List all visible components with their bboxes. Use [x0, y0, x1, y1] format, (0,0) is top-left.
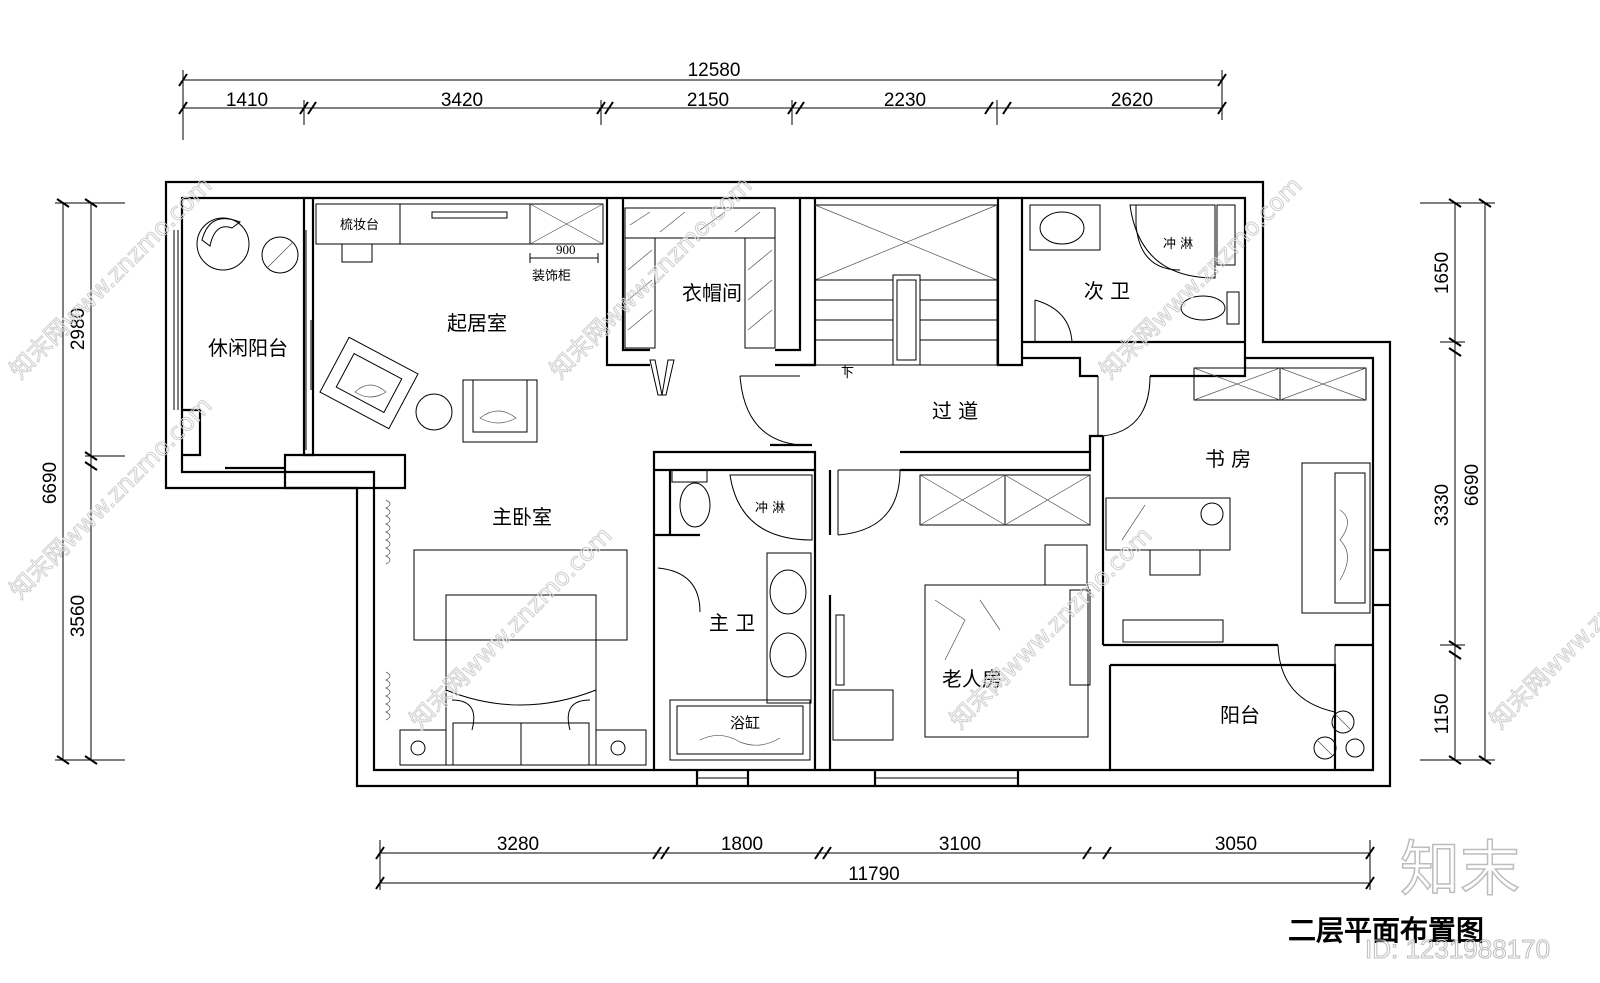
elderly-room-furniture — [919, 474, 1091, 738]
dim-top-seg-4: 2230 — [884, 90, 926, 111]
dim-right-seg-1: 1650 — [1432, 252, 1453, 294]
study-label: 书 房 — [1205, 447, 1251, 471]
dim-bottom-total: 11790 — [848, 864, 899, 885]
dim-bottom-seg-3: 3100 — [939, 834, 981, 855]
dim-top-seg-1: 1410 — [226, 90, 268, 111]
master-bedroom-furniture — [385, 499, 647, 766]
staircase — [814, 204, 998, 375]
watermark-logo: 知末 — [1400, 835, 1520, 905]
watermark-text: 知末网www.znzmo.com — [944, 521, 1157, 734]
stair-down-label: 下 — [841, 366, 854, 381]
decor-cabinet-label: 装饰柜 — [532, 269, 571, 284]
watermark-text: 知末网www.znzmo.com — [1094, 171, 1307, 384]
shower-2-label: 冲 淋 — [755, 501, 785, 516]
study-furniture — [1105, 367, 1371, 713]
armchair-icon — [319, 336, 538, 443]
dim-bottom-seg-2: 1800 — [721, 834, 763, 855]
left-dimension-lines — [55, 198, 125, 765]
dresser-cabinet — [315, 203, 604, 263]
shower-1-label: 冲 淋 — [1163, 237, 1193, 252]
dresser-label: 梳妆台 — [340, 218, 379, 233]
master-bath-label: 主 卫 — [709, 611, 755, 635]
dim-right-total: 6690 — [1462, 464, 1483, 506]
second-bath-fixtures — [1029, 204, 1240, 343]
balcony-label: 阳台 — [1220, 703, 1260, 727]
cloakroom-wardrobe — [624, 207, 776, 396]
top-dimension-lines — [178, 70, 1227, 140]
plant-icon — [1313, 710, 1365, 760]
master-bath-fixtures — [657, 469, 894, 761]
right-dimension-lines — [1420, 198, 1495, 765]
dim-top-seg-3: 2150 — [687, 90, 729, 111]
corridor-label: 过 道 — [932, 399, 978, 423]
leisure-chair-icon — [196, 217, 299, 274]
bathtub-label: 浴缸 — [730, 714, 760, 732]
elderly-room-label: 老人房 — [942, 667, 1002, 691]
watermark-text: 知末网www.znzmo.com — [404, 521, 617, 734]
dim-top-total: 12580 — [688, 60, 741, 81]
dim-right-seg-2: 3330 — [1432, 484, 1453, 526]
drawing-title: 二层平面布置图 — [1288, 914, 1484, 947]
dim-top-seg-2: 3420 — [441, 90, 483, 111]
second-bath-label: 次 卫 — [1084, 279, 1130, 303]
living-room-label: 起居室 — [447, 311, 507, 335]
bottom-dimension-lines — [375, 840, 1375, 890]
dim-bottom-seg-1: 3280 — [497, 834, 539, 855]
dim-right-seg-3: 1150 — [1432, 694, 1453, 735]
watermark-text: 知末网www.znzmo.com — [544, 171, 757, 384]
watermark-layer: 知末网www.znzmo.com 知末网www.znzmo.com 知末网www… — [4, 171, 1600, 965]
cabinet-width-label: 900 — [556, 242, 576, 257]
balcony-window — [173, 230, 312, 450]
dim-top-seg-5: 2620 — [1111, 90, 1153, 111]
dim-bottom-seg-4: 3050 — [1215, 834, 1257, 855]
dim-left-seg-2: 3560 — [68, 595, 89, 637]
watermark-text: 知末网www.znzmo.com — [1484, 521, 1600, 734]
master-bedroom-label: 主卧室 — [492, 505, 552, 529]
watermark-id: ID: 1231988170 — [1365, 934, 1550, 964]
dim-left-seg-1: 2980 — [68, 308, 89, 350]
cloakroom-label: 衣帽间 — [682, 281, 742, 305]
corridor-doors — [739, 375, 1151, 536]
dim-left-total: 6690 — [40, 462, 61, 504]
outer-walls — [164, 180, 1392, 788]
watermark-text: 知末网www.znzmo.com — [4, 391, 217, 604]
leisure-balcony-label: 休闲阳台 — [208, 336, 288, 360]
